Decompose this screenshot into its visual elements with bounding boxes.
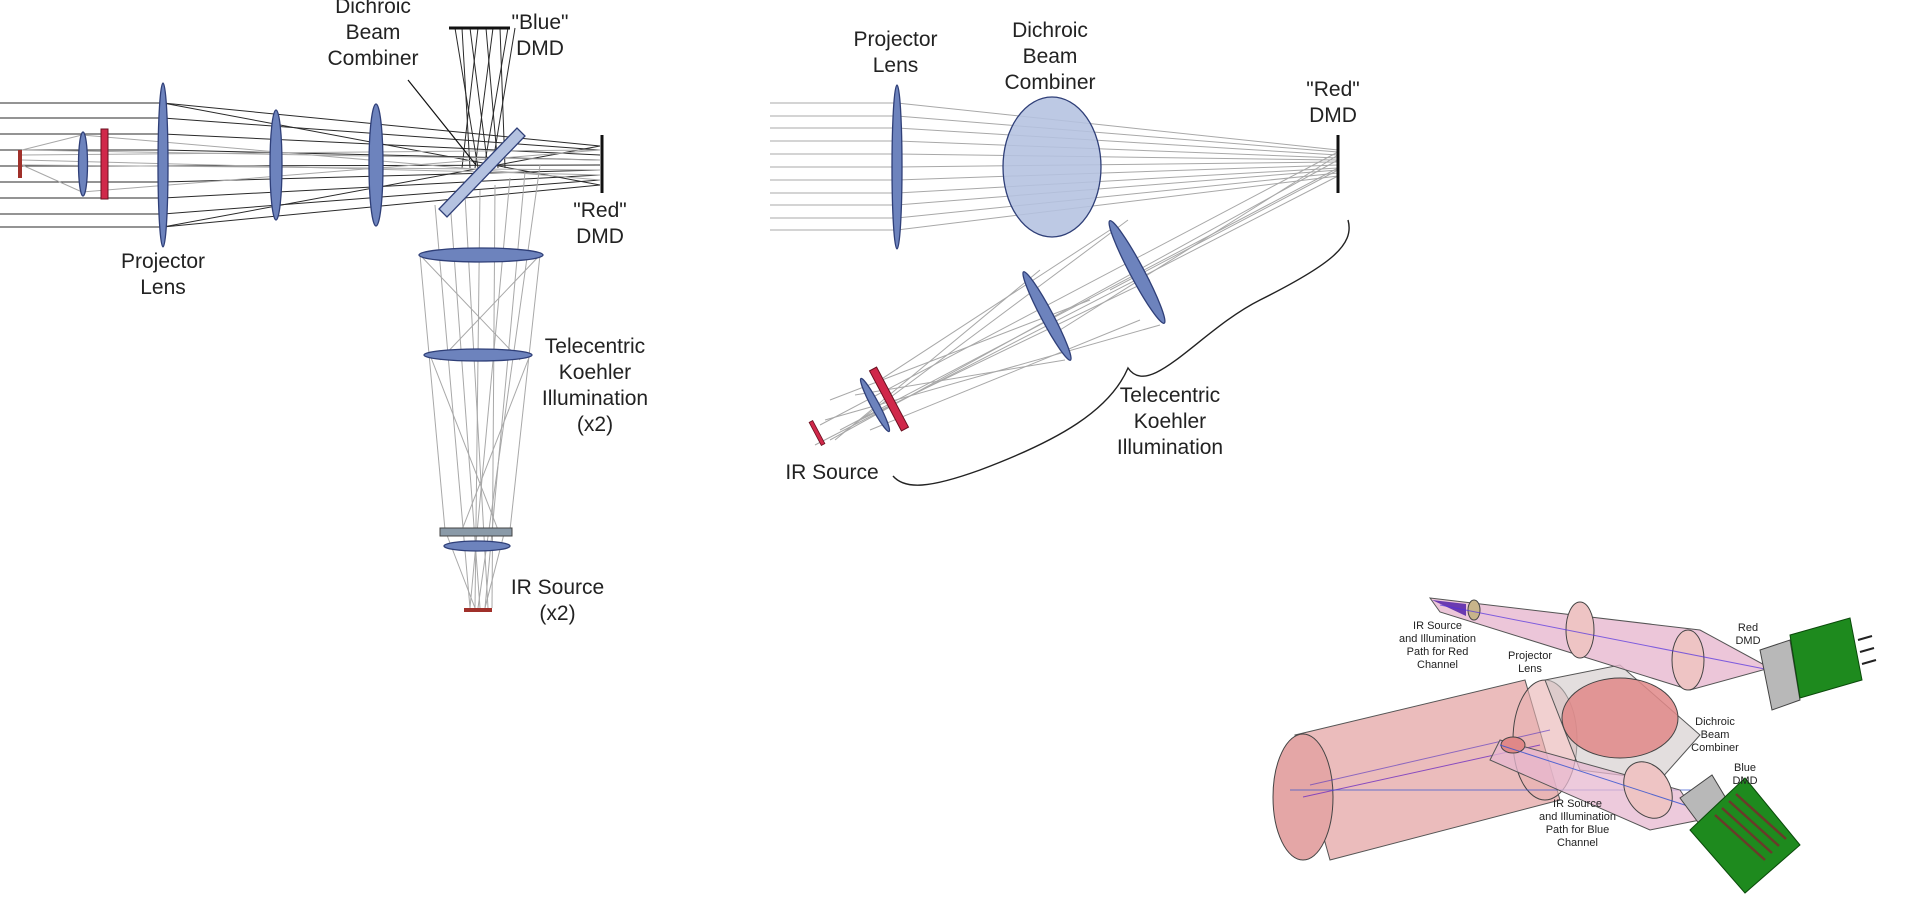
source-rays-left	[21, 134, 601, 193]
ir-blue-path-label: IR Source and Illumination Path for Blue…	[1538, 798, 1617, 849]
dichroic-plate	[438, 127, 526, 218]
red-source-tip	[1432, 600, 1466, 616]
projector-lens-element-1	[157, 82, 169, 248]
ir-red-path-label: IR Source and Illumination Path for Red …	[1398, 620, 1477, 671]
red-dmd-label: "Red" DMD	[573, 199, 627, 248]
red-dmd-board	[1789, 617, 1863, 699]
middle-dichroic	[1002, 96, 1102, 238]
middle-projector-lens-label: Projector Lens	[853, 28, 938, 77]
red-dmd-pins	[1857, 635, 1877, 665]
illumination-label: Telecentric Koehler Illumination (x2)	[541, 335, 649, 436]
blue-dmd-pins	[1714, 793, 1787, 861]
blue-illum-lens	[1623, 761, 1673, 819]
illumination-brace	[892, 219, 1350, 486]
projector-lens-label: Projector Lens	[120, 250, 206, 299]
blue-illum-source	[1500, 736, 1526, 754]
middle-dichroic-label: Dichroic Beam Combiner	[1004, 19, 1096, 94]
blue-dmd-board	[1689, 777, 1801, 894]
projector-lens-element-2	[269, 109, 283, 221]
middle-illumination-label: Telecentric Koehler Illumination	[1116, 384, 1224, 459]
middle-ir-source	[808, 420, 826, 446]
middle-diagram	[770, 84, 1350, 486]
projector-lens-element-3	[368, 103, 384, 227]
middle-projector-lens	[891, 84, 903, 250]
ir-source-label: IR Source (x2)	[510, 576, 605, 625]
middle-illum-lens-1	[1108, 220, 1166, 324]
blue-dmd-label: "Blue" DMD	[511, 11, 569, 60]
left-filter	[100, 128, 109, 200]
middle-illum-lens-3	[859, 377, 891, 433]
red-illum-source	[1467, 599, 1481, 621]
middle-rays	[770, 102, 1339, 446]
illum-lens-1	[418, 247, 544, 263]
combiner-leader	[407, 79, 477, 166]
bottom-ir-source	[464, 608, 492, 612]
blue-dmd-rays	[454, 27, 516, 169]
middle-filter	[868, 366, 910, 432]
red-dmd-mount	[1759, 639, 1801, 711]
dichroic-combiner-label: Dichroic Beam Combiner	[327, 0, 419, 70]
render-3d	[1272, 597, 1877, 894]
render-dichroic-label: Dichroic Beam Combiner	[1691, 716, 1739, 754]
left-diagram	[0, 26, 604, 612]
illum-filter	[439, 527, 513, 537]
middle-ir-source-label: IR Source	[785, 461, 879, 484]
render-blue-dmd-label: Blue DMD	[1732, 762, 1758, 787]
illum-lens-2	[423, 348, 533, 362]
red-illum-lens-b	[1671, 629, 1705, 691]
red-beam	[1439, 604, 1771, 671]
render-red-dmd-label: Red DMD	[1735, 622, 1761, 647]
red-illum-lens-a	[1565, 601, 1595, 659]
small-lens	[77, 131, 89, 197]
left-ir-source	[18, 150, 22, 178]
render-projector-lens-label: Projector Lens	[1507, 650, 1553, 675]
middle-red-dmd-label: "Red" DMD	[1306, 78, 1360, 127]
middle-illum-lens-2	[1022, 271, 1072, 361]
blue-beam	[1499, 744, 1701, 811]
illum-lens-3	[443, 540, 511, 552]
dichroic-ellipse	[1561, 677, 1679, 759]
